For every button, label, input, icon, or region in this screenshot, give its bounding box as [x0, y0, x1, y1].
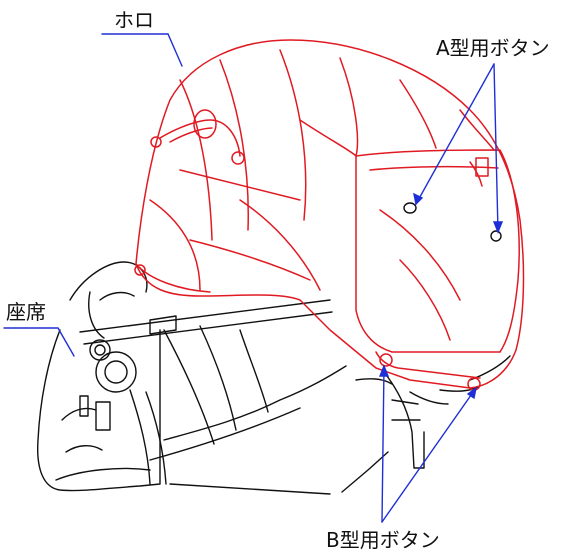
leader-type-b-right [381, 387, 477, 523]
canopy-label: ホロ [114, 8, 154, 32]
canopy-drawing [134, 39, 525, 391]
seat-frame-drawing [37, 261, 511, 495]
type-a-button-right [490, 230, 502, 242]
type-b-button-label: B型用ボタン [326, 528, 440, 552]
leader-type-b-left [381, 365, 385, 523]
type-a-button-label: A型用ボタン [436, 36, 550, 60]
seat-label: 座席 [6, 300, 46, 324]
leader-type-a-right [493, 63, 499, 233]
leader-canopy [101, 33, 183, 67]
leader-type-a-left [415, 63, 495, 205]
leader-lines [3, 33, 504, 523]
leader-seat [3, 327, 75, 357]
type-a-button-marks [403, 202, 502, 242]
type-a-button-left [403, 202, 417, 214]
